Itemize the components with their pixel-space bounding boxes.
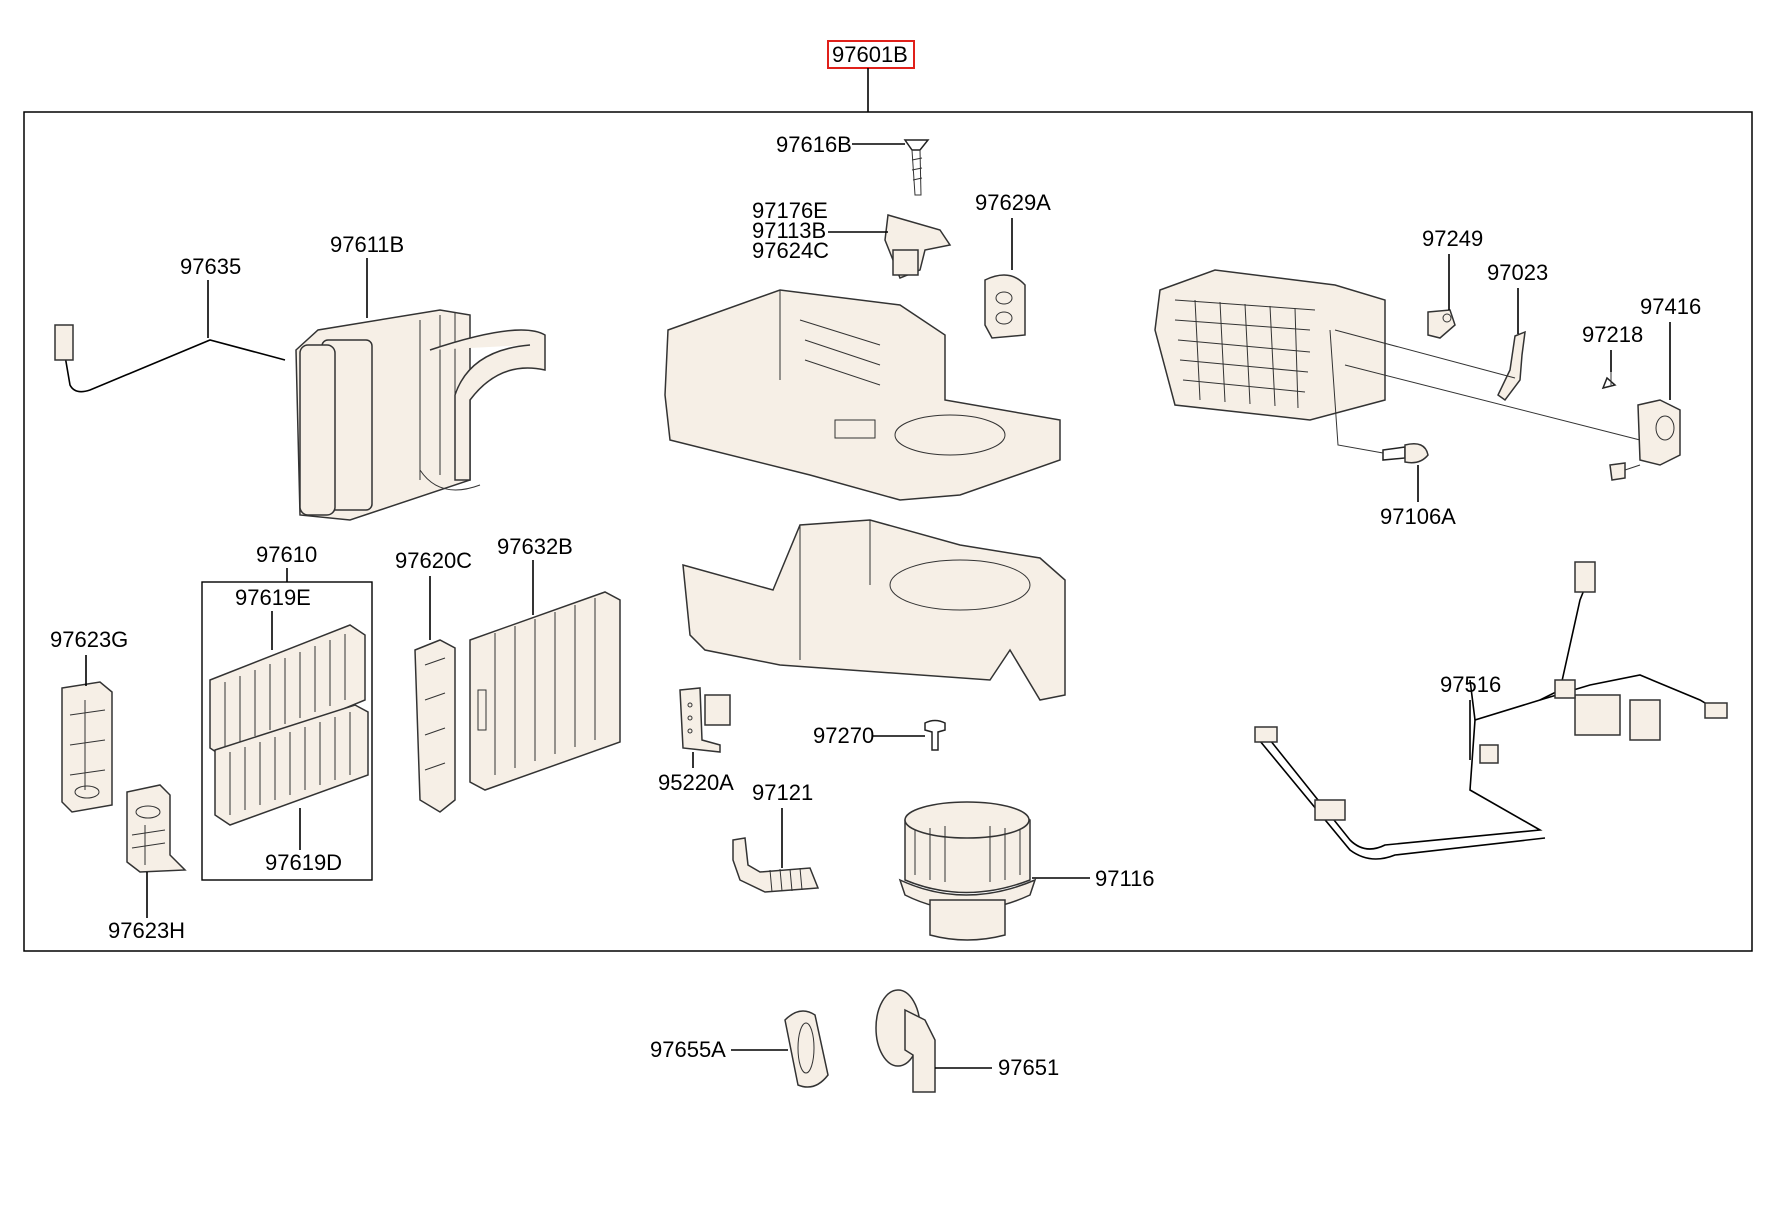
label-97610[interactable]: 97610: [256, 542, 317, 567]
sensor-wire-97635[interactable]: [54, 324, 286, 393]
label-97113B[interactable]: 97113B: [752, 218, 826, 243]
label-97270[interactable]: 97270: [813, 723, 874, 748]
label-97632B[interactable]: 97632B: [497, 534, 573, 559]
blower-resistor-97176E[interactable]: [884, 214, 952, 279]
label-97651[interactable]: 97651: [998, 1055, 1059, 1080]
label-97619D[interactable]: 97619D: [265, 850, 342, 875]
label-97623G[interactable]: 97623G: [50, 627, 128, 652]
label-97601B[interactable]: 97601B: [832, 42, 908, 67]
duct-97651[interactable]: [875, 989, 936, 1093]
intake-door-housing[interactable]: [1154, 269, 1386, 421]
drain-hose-97121[interactable]: [732, 837, 820, 893]
link-97023[interactable]: [1497, 330, 1526, 402]
label-97619E[interactable]: 97619E: [235, 585, 311, 610]
wiring-harness-97516[interactable]: [1254, 561, 1728, 860]
cover-97623G[interactable]: [61, 681, 113, 813]
cabin-filter-97632B[interactable]: [469, 591, 621, 791]
screw-97270[interactable]: [924, 719, 946, 751]
label-97624C[interactable]: 97624C: [752, 238, 829, 263]
label-97655A[interactable]: 97655A: [650, 1037, 726, 1062]
cover-97623H[interactable]: [126, 784, 187, 873]
lower-blower-case[interactable]: [682, 519, 1066, 701]
connector-95220A[interactable]: [679, 687, 731, 753]
lever-97249[interactable]: [1427, 309, 1456, 339]
label-97635[interactable]: 97635: [180, 254, 241, 279]
label-97176E[interactable]: 97176E: [752, 198, 828, 223]
label-97629A[interactable]: 97629A: [975, 190, 1051, 215]
label-97023[interactable]: 97023: [1487, 260, 1548, 285]
screw-97218[interactable]: [1601, 370, 1617, 390]
label-97121[interactable]: 97121: [752, 780, 813, 805]
assembly-frame: [23, 111, 1753, 952]
label-97416[interactable]: 97416: [1640, 294, 1701, 319]
gasket-97655A[interactable]: [784, 1010, 829, 1088]
screw-97616B[interactable]: [903, 139, 930, 196]
label-97516[interactable]: 97516: [1440, 672, 1501, 697]
label-97611B[interactable]: 97611B: [330, 232, 404, 257]
sensor-97106A[interactable]: [1329, 329, 1429, 464]
filter-element-97619D[interactable]: [214, 704, 369, 826]
upper-blower-case[interactable]: [664, 289, 1061, 501]
label-95220A[interactable]: 95220A: [658, 770, 734, 795]
label-97623H[interactable]: 97623H: [108, 918, 185, 943]
gasket-97629A[interactable]: [984, 274, 1026, 339]
assembly-highlight-box[interactable]: [827, 40, 915, 69]
evaporator-core-97611B[interactable]: [295, 309, 546, 521]
label-97116[interactable]: 97116: [1095, 866, 1155, 891]
filter-element-97619E[interactable]: [209, 624, 366, 759]
label-97218[interactable]: 97218: [1582, 322, 1643, 347]
label-97616B[interactable]: 97616B: [776, 132, 852, 157]
filter-cover-97620C[interactable]: [414, 639, 456, 813]
label-97106A[interactable]: 97106A: [1380, 504, 1456, 529]
label-97620C[interactable]: 97620C: [395, 548, 472, 573]
label-97249[interactable]: 97249: [1422, 226, 1483, 251]
actuator-97416[interactable]: [1609, 399, 1681, 481]
blower-motor-97116[interactable]: [898, 801, 1037, 941]
